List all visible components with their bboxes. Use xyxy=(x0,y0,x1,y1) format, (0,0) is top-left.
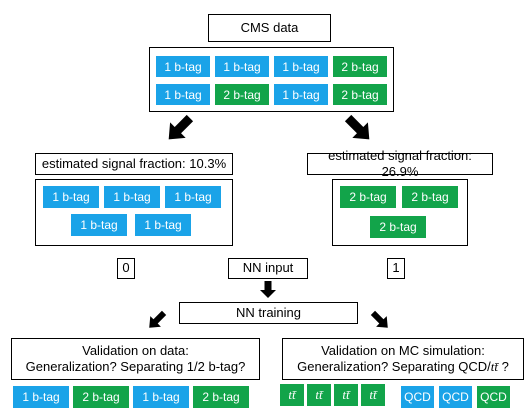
right-fraction-text: estimated signal fraction: 26.9% xyxy=(328,147,472,179)
val-data-tag-1: 1 b-tag xyxy=(13,386,69,408)
nn-training-box: NN training xyxy=(179,302,358,324)
val-data-tag-3: 1 b-tag xyxy=(133,386,189,408)
arrow-training-to-data-icon xyxy=(149,310,167,328)
arrow-input-to-training-icon xyxy=(260,281,276,298)
val-mc-qcd-3: QCD xyxy=(477,386,510,408)
arrow-cms-to-left-icon xyxy=(168,114,194,140)
left-tag-1-3: 1 b-tag xyxy=(165,186,221,208)
cms-tag-1-3: 1 b-tag xyxy=(274,56,328,77)
validation-mc-line2: Generalization? Separating QCD/tt̄ ? xyxy=(297,359,509,375)
val-mc-tt-4: tt̄ xyxy=(361,384,385,406)
left-tag-2-2: 1 b-tag xyxy=(135,214,191,236)
val-mc-qcd-1: QCD xyxy=(401,386,434,408)
left-tag-2-1: 1 b-tag xyxy=(71,214,127,236)
left-fraction-text: estimated signal fraction: 10.3% xyxy=(41,155,227,171)
validation-data-line1: Validation on data: xyxy=(82,342,189,358)
left-fraction-label: estimated signal fraction: 10.3% xyxy=(35,153,233,175)
right-tag-1-2: 2 b-tag xyxy=(402,186,458,208)
val-mc-tt-1: tt̄ xyxy=(280,384,304,406)
cms-data-title-text: CMS data xyxy=(240,19,299,35)
class-label-one-text: 1 xyxy=(392,260,400,276)
left-tag-1-2: 1 b-tag xyxy=(104,186,160,208)
validation-mc-line2-prefix: Generalization? Separating QCD/ xyxy=(297,359,491,374)
cms-tag-2-1: 1 b-tag xyxy=(156,84,210,105)
val-mc-tt-3: tt̄ xyxy=(334,384,358,406)
nn-input-text: NN input xyxy=(242,260,294,276)
validation-mc-ttbar: tt̄ xyxy=(490,359,499,374)
cms-tag-2-2: 2 b-tag xyxy=(215,84,269,105)
cms-tag-1-4: 2 b-tag xyxy=(333,56,387,77)
validation-mc-box: Validation on MC simulation: Generalizat… xyxy=(282,338,524,380)
val-data-tag-4: 2 b-tag xyxy=(193,386,249,408)
validation-data-box: Validation on data: Generalization? Sepa… xyxy=(11,338,260,380)
arrow-cms-to-right-icon xyxy=(344,114,370,140)
right-tag-1-1: 2 b-tag xyxy=(340,186,396,208)
cms-tag-1-2: 1 b-tag xyxy=(215,56,269,77)
cms-tag-2-3: 1 b-tag xyxy=(274,84,328,105)
class-label-zero: 0 xyxy=(117,258,135,279)
val-mc-qcd-2: QCD xyxy=(439,386,472,408)
right-fraction-label: estimated signal fraction: 26.9% xyxy=(307,148,493,179)
validation-mc-line1: Validation on MC simulation: xyxy=(321,342,485,358)
left-tag-1-1: 1 b-tag xyxy=(43,186,99,208)
nn-input-box: NN input xyxy=(228,258,308,279)
nn-training-text: NN training xyxy=(235,304,302,320)
right-tag-2-1: 2 b-tag xyxy=(370,216,426,238)
cms-tag-1-1: 1 b-tag xyxy=(156,56,210,77)
arrow-training-to-mc-icon xyxy=(370,310,388,328)
cms-tag-2-4: 2 b-tag xyxy=(333,84,387,105)
class-label-zero-text: 0 xyxy=(122,260,130,276)
validation-mc-line2-suffix: ? xyxy=(498,359,509,374)
val-data-tag-2: 2 b-tag xyxy=(73,386,129,408)
val-mc-tt-2: tt̄ xyxy=(307,384,331,406)
cms-data-title: CMS data xyxy=(208,14,331,42)
validation-data-line2: Generalization? Separating 1/2 b-tag? xyxy=(25,359,246,374)
class-label-one: 1 xyxy=(387,258,405,279)
